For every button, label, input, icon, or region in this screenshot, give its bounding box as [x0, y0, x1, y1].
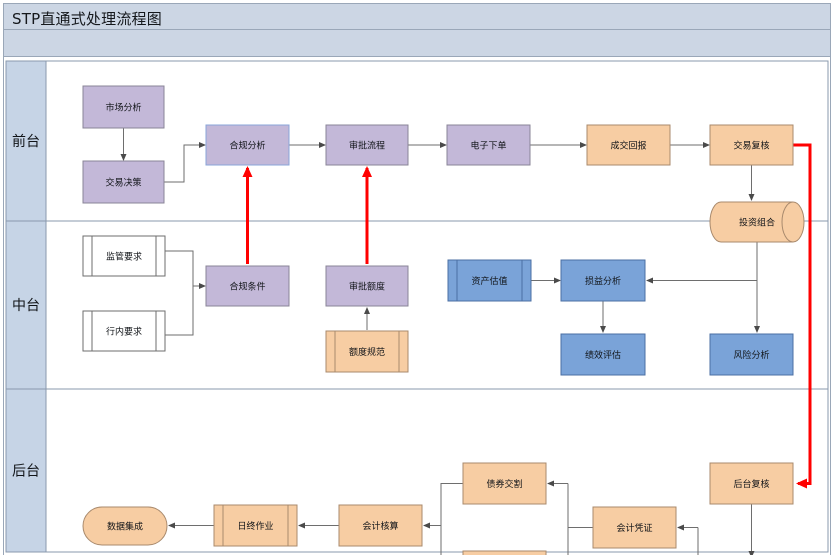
lane-label-back: 后台 — [12, 464, 40, 480]
node-m2[interactable]: 行内要求 — [82, 310, 166, 352]
edge-segment — [165, 250, 194, 286]
node-b4[interactable]: 债券交割 — [462, 462, 547, 505]
node-b5[interactable]: 资金清算 — [462, 550, 547, 555]
node-b3[interactable]: 会计核算 — [338, 504, 423, 547]
node-label-m3: 合规条件 — [229, 281, 265, 293]
node-label-n6: 成交回报 — [610, 140, 646, 152]
node-label-b2: 日终作业 — [237, 520, 273, 532]
lane-body-middle — [45, 220, 829, 390]
node-b6[interactable]: 会计凭证 — [592, 506, 677, 549]
node-label-n2: 交易决策 — [105, 177, 141, 189]
window-frame: STP直通式处理流程图 前台中台后台 市场分析交易决策 合规分析 审批流程 电子下单 成… — [3, 3, 831, 555]
node-m5[interactable]: 额度规范 — [325, 330, 409, 373]
node-m6[interactable]: 资产估值 — [447, 259, 532, 302]
node-label-m2: 行内要求 — [106, 326, 142, 338]
node-label-m1: 监管要求 — [106, 251, 142, 263]
node-label-n8: 投资组合 — [739, 217, 775, 229]
window-toolbar-band — [4, 30, 830, 57]
edge-segment — [440, 483, 463, 526]
node-m9[interactable]: 风险分析 — [709, 333, 794, 376]
node-b2[interactable]: 日终作业 — [213, 504, 298, 547]
diagram-canvas: 前台中台后台 市场分析交易决策 合规分析 审批流程 电子下单 成交回报 交易复核投资组合监… — [4, 57, 830, 555]
node-label-b1: 数据集成 — [107, 521, 143, 533]
node-n4[interactable]: 审批流程 — [325, 124, 409, 166]
lane-body-front — [45, 60, 829, 222]
node-m3[interactable]: 合规条件 — [205, 265, 290, 307]
node-m7[interactable]: 损益分析 — [560, 259, 646, 302]
edge-group — [120, 128, 812, 555]
node-m4[interactable]: 审批额度 — [325, 265, 409, 307]
lane-header-middle — [5, 220, 47, 390]
node-n8[interactable]: 投资组合 — [709, 201, 805, 243]
node-label-n1: 市场分析 — [105, 102, 141, 114]
node-n1[interactable]: 市场分析 — [82, 85, 165, 129]
node-n7[interactable]: 交易复核 — [709, 124, 794, 166]
node-label-n5: 电子下单 — [470, 140, 506, 152]
node-m1[interactable]: 监管要求 — [82, 235, 166, 277]
edge — [793, 143, 812, 489]
edge-segment — [440, 525, 442, 555]
node-b1[interactable]: 数据集成 — [82, 506, 168, 546]
node-n6[interactable]: 成交回报 — [586, 124, 671, 166]
node-b7[interactable]: 后台复核 — [709, 462, 794, 505]
node-label-m8: 绩效评估 — [585, 349, 621, 361]
lane-label-middle: 中台 — [12, 298, 40, 314]
node-label-n7: 交易复核 — [733, 140, 769, 152]
node-label-m6: 资产估值 — [471, 275, 507, 287]
edge-segment — [165, 286, 194, 336]
window-titlebar: STP直通式处理流程图 — [4, 4, 830, 30]
node-n3[interactable]: 合规分析 — [205, 124, 290, 166]
node-label-n3: 合规分析 — [229, 140, 265, 152]
node-label-b7: 后台复核 — [733, 478, 769, 490]
node-label-n4: 审批流程 — [349, 140, 385, 152]
page-title: STP直通式处理流程图 — [12, 10, 162, 28]
edge-segment — [697, 527, 699, 555]
node-label-b6: 会计凭证 — [616, 522, 652, 534]
node-label-m5: 额度规范 — [349, 346, 385, 358]
node-label-m9: 风险分析 — [733, 349, 769, 361]
node-label-b4: 债券交割 — [486, 478, 522, 490]
node-label-m7: 损益分析 — [585, 275, 621, 287]
edge — [164, 142, 206, 183]
node-m8[interactable]: 绩效评估 — [560, 333, 646, 376]
node-n5[interactable]: 电子下单 — [446, 124, 531, 166]
lane-body-back — [45, 388, 829, 553]
node-label-m4: 审批额度 — [349, 281, 385, 293]
lane-header-front — [5, 60, 47, 222]
lane-label-front: 前台 — [12, 133, 40, 150]
node-label-b3: 会计核算 — [362, 520, 398, 532]
lane-header-back — [5, 388, 47, 553]
node-n2[interactable]: 交易决策 — [82, 160, 165, 204]
